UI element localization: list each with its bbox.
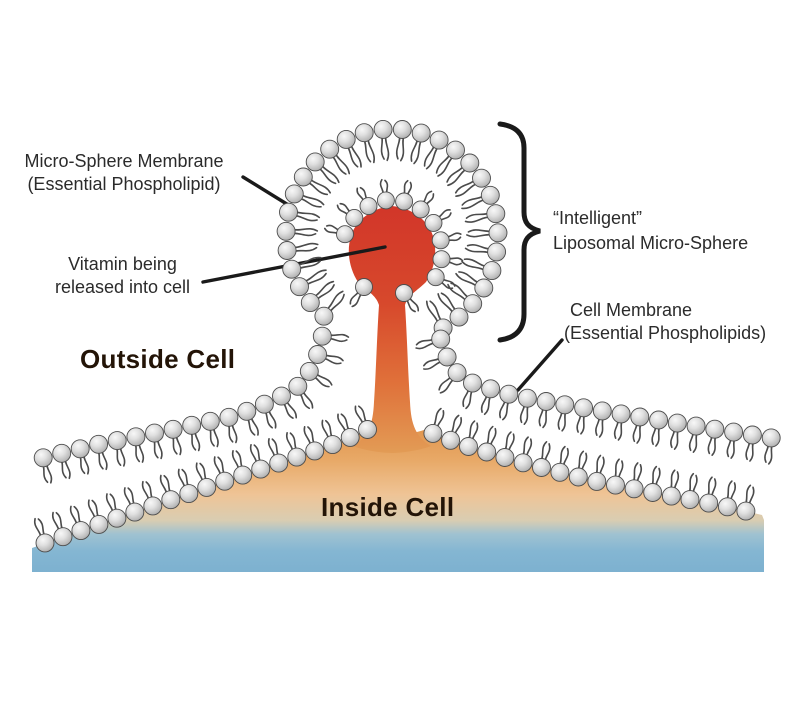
label-intelligent-liposome-line1: “Intelligent”	[553, 208, 643, 228]
cell-membrane-right-inner	[423, 407, 756, 521]
brace	[497, 121, 541, 343]
label-micro-sphere-membrane-line2: (Essential Phospholipid)	[27, 174, 221, 194]
label-vitamin-release-line1: Vitamin being	[68, 254, 177, 274]
stray-phospholipid-2	[395, 284, 420, 313]
label-micro-sphere-membrane: Micro-Sphere Membrane (Essential Phospho…	[8, 150, 240, 196]
label-cell-membrane-line2: (Essential Phospholipids)	[564, 323, 767, 343]
label-cell-membrane: Cell Membrane (Essential Phospholipids)	[564, 299, 766, 345]
vitamin-core-and-stream	[348, 206, 436, 453]
label-intelligent-liposome: “Intelligent” Liposomal Micro-Sphere	[553, 206, 748, 256]
label-intelligent-liposome-line2: Liposomal Micro-Sphere	[553, 233, 749, 253]
label-micro-sphere-membrane-line1: Micro-Sphere Membrane	[24, 151, 224, 171]
cell-membrane-right-outer	[415, 329, 781, 465]
label-vitamin-release: Vitamin being released into cell	[35, 253, 210, 299]
label-cell-membrane-line1: Cell Membrane	[570, 300, 693, 320]
label-vitamin-release-line2: released into cell	[54, 277, 191, 297]
cell-membrane-left-inner	[33, 405, 377, 553]
micro-sphere-outer-ring	[276, 119, 508, 338]
pointer-line-micro-sphere	[241, 175, 292, 208]
stray-phospholipid-1	[349, 278, 373, 308]
pointer-line-cell-membrane	[516, 338, 564, 392]
inside-cell-region	[32, 428, 764, 572]
label-inside-cell: Inside Cell	[321, 492, 455, 522]
cell-membrane-left-outer	[33, 326, 350, 484]
label-outside-cell: Outside Cell	[80, 344, 236, 374]
micro-sphere-inner-arc	[323, 178, 464, 290]
